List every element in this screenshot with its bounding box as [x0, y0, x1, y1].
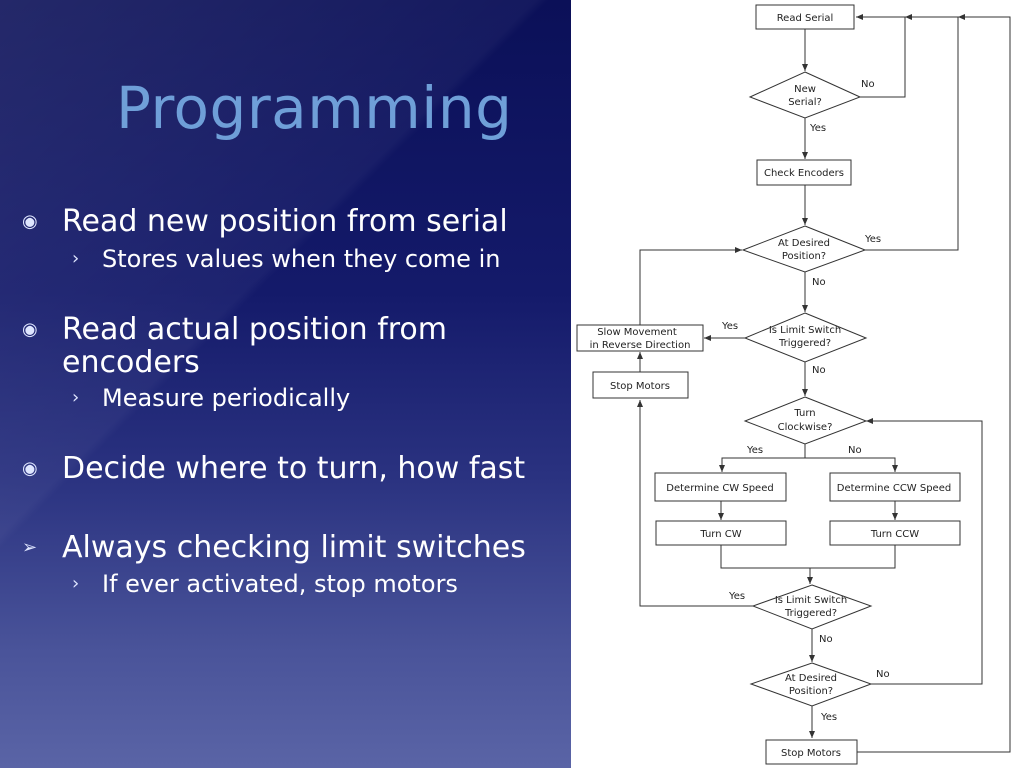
- node-turn-ccw: Turn CCW: [829, 520, 961, 546]
- node-limit-switch-2: Is Limit Switch Triggered?: [751, 584, 873, 630]
- sub-bullet-marker-icon: ›: [72, 387, 80, 408]
- node-determine-cw-speed: Determine CW Speed: [654, 472, 787, 502]
- node-at-desired-label-1: At Desired: [778, 238, 830, 249]
- node-turn-cw-box-label: Turn CW: [699, 529, 741, 540]
- node-stop-motors-left-label: Stop Motors: [610, 381, 670, 392]
- node-at-desired-2-label-2: Position?: [789, 686, 833, 697]
- node-read-serial: Read Serial: [755, 4, 855, 30]
- edge-label-no: No: [812, 277, 826, 288]
- node-stop-motors-left: Stop Motors: [592, 371, 689, 399]
- background-sheen: [0, 0, 571, 768]
- node-stop-motors-bottom-label: Stop Motors: [781, 748, 841, 759]
- flowchart: Read Serial New Serial? No Yes Check Enc…: [571, 0, 1024, 768]
- edge-label-yes: Yes: [728, 591, 745, 602]
- node-determine-ccw-speed: Determine CCW Speed: [829, 472, 961, 502]
- edge-label-no: No: [848, 445, 862, 456]
- edge-label-no: No: [819, 634, 833, 645]
- slide-text-panel: Programming ◉ Read new position from ser…: [0, 0, 571, 768]
- sub-bullet-marker-icon: ›: [72, 248, 80, 269]
- arrow-desired-yes: [865, 14, 959, 251]
- edge-label-no: No: [861, 79, 875, 90]
- edge-label-no: No: [876, 669, 890, 680]
- edge-label-yes: Yes: [820, 712, 837, 723]
- node-check-encoders: Check Encoders: [756, 159, 852, 186]
- edge-label-no: No: [812, 365, 826, 376]
- node-new-serial-label-1: New: [794, 84, 816, 95]
- sub-bullet-text: Stores values when they come in: [102, 245, 501, 273]
- bullet-text: Always checking limit switches: [62, 530, 526, 565]
- node-new-serial-label-2: Serial?: [788, 97, 822, 108]
- node-at-desired-position: At Desired Position?: [741, 225, 867, 273]
- node-new-serial: New Serial?: [748, 71, 862, 119]
- node-det-cw-label: Determine CW Speed: [666, 483, 773, 494]
- arrow-desired2-no: [866, 418, 983, 685]
- node-turn-cw: Turn CW: [655, 520, 787, 546]
- bullet-marker-icon: ➢: [22, 537, 38, 558]
- bullet-text: Read new position from serial: [62, 204, 508, 239]
- node-read-serial-label: Read Serial: [777, 13, 834, 24]
- node-turn-ccw-box-label: Turn CCW: [870, 529, 919, 540]
- arrow-newserial-no: [856, 14, 906, 98]
- node-turn-cw-label-2: Clockwise?: [778, 422, 833, 433]
- arrow-limit2-yes: [637, 400, 753, 607]
- node-det-ccw-label: Determine CCW Speed: [837, 483, 951, 494]
- node-limit-1-label-1: Is Limit Switch: [769, 325, 841, 336]
- sub-bullet-marker-icon: ›: [72, 573, 80, 594]
- arrow-stop-loop: [857, 14, 1011, 753]
- sub-bullet-text: Measure periodically: [102, 384, 351, 412]
- node-limit-switch-1: Is Limit Switch Triggered?: [743, 312, 868, 363]
- bullet-text: Read actual position from encoders: [62, 312, 448, 380]
- node-stop-motors-bottom: Stop Motors: [765, 739, 858, 765]
- node-limit-2-label-1: Is Limit Switch: [775, 595, 847, 606]
- bullet-text: Decide where to turn, how fast: [62, 451, 526, 486]
- node-limit-1-label-2: Triggered?: [778, 338, 831, 349]
- node-limit-2-label-2: Triggered?: [784, 608, 837, 619]
- edge-label-yes: Yes: [721, 321, 738, 332]
- arrow-slow-to-desired: [639, 247, 742, 325]
- node-slow-label-1: Slow Movement: [597, 327, 677, 338]
- slide-title: Programming: [116, 74, 513, 142]
- line-turnccw-merge: [810, 545, 896, 569]
- node-slow-movement: Slow Movement in Reverse Direction: [576, 324, 704, 352]
- bullet-marker-icon: ◉: [22, 319, 38, 340]
- node-turn-clockwise: Turn Clockwise?: [743, 396, 868, 445]
- node-turn-cw-label-1: Turn: [793, 408, 815, 419]
- bullet-marker-icon: ◉: [22, 458, 38, 479]
- edge-label-yes: Yes: [809, 123, 826, 134]
- node-at-desired-2-label-1: At Desired: [785, 673, 837, 684]
- line-turncw-merge: [720, 545, 810, 569]
- arrow-turn-no: [805, 457, 898, 472]
- sub-bullet-text: If ever activated, stop motors: [102, 570, 458, 598]
- flowchart-svg: Read Serial New Serial? No Yes Check Enc…: [576, 4, 1011, 765]
- edge-label-yes: Yes: [864, 234, 881, 245]
- node-check-encoders-label: Check Encoders: [764, 168, 844, 179]
- flowchart-connectors: [637, 14, 1011, 753]
- node-at-desired-label-2: Position?: [782, 251, 826, 262]
- edge-label-yes: Yes: [746, 445, 763, 456]
- node-slow-label-2: in Reverse Direction: [590, 340, 691, 351]
- arrow-turn-yes: [719, 444, 806, 472]
- node-at-desired-position-2: At Desired Position?: [749, 662, 873, 707]
- bullet-marker-icon: ◉: [22, 211, 38, 232]
